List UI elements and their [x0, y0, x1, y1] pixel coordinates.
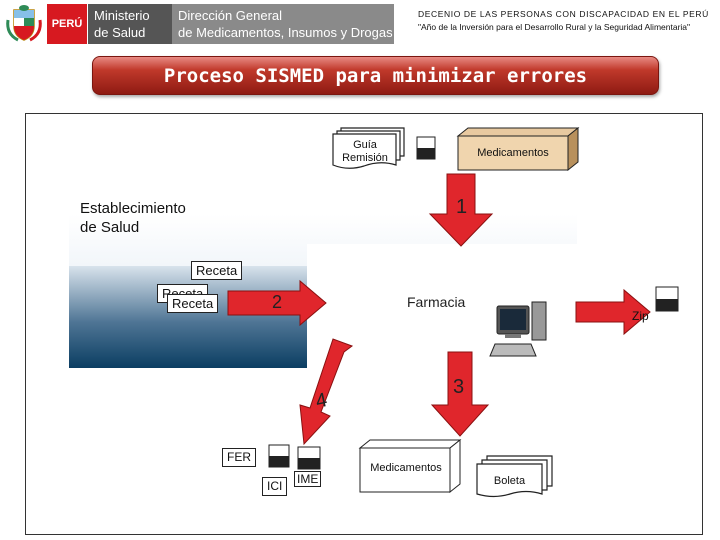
ministry-line1: Ministerio — [94, 8, 150, 23]
arrow-zip — [575, 288, 651, 336]
arrow-3 — [430, 351, 490, 437]
directorate-line1: Dirección General — [178, 8, 283, 23]
medicamentos-bottom-box — [358, 438, 462, 494]
receta-1: Receta — [191, 261, 243, 280]
arrow-4 — [299, 338, 354, 446]
ministry-badge: Ministerio de Salud — [88, 4, 172, 44]
guia-line1: Guía — [353, 139, 377, 151]
medicamentos-bottom-label: Medicamentos — [370, 462, 442, 474]
boleta-stack — [476, 455, 553, 498]
peru-label: PERÚ — [51, 18, 83, 30]
computer-icon — [489, 301, 547, 357]
fer-label: FER — [222, 448, 256, 467]
medicamentos-top-label: Medicamentos — [477, 147, 549, 159]
title-bar: Proceso SISMED para minimizar errores — [92, 56, 659, 95]
step-3-number: 3 — [453, 376, 465, 398]
step-2-number: 2 — [272, 292, 283, 312]
ime-disk-icon — [297, 446, 321, 470]
ime-label: IME — [294, 471, 322, 487]
step-1-number: 1 — [456, 196, 468, 218]
disk-icon — [416, 136, 436, 160]
establecimiento-gradient — [69, 266, 309, 368]
establecimiento-line1: Establecimiento — [80, 200, 186, 217]
directorate-line2: de Medicamentos, Insumos y Drogas — [178, 25, 393, 40]
ministry-line2: de Salud — [94, 25, 146, 40]
establecimiento-label: Establecimiento de Salud — [80, 199, 186, 237]
arrow-2 — [227, 279, 327, 327]
zip-disk-icon — [655, 286, 679, 312]
guia-remision-stack — [332, 127, 405, 169]
directorate-badge: Dirección General de Medicamentos, Insum… — [172, 4, 394, 44]
decenio-text: DECENIO DE LAS PERSONAS CON DISCAPACIDAD… — [418, 9, 709, 19]
coat-of-arms-icon — [6, 5, 42, 42]
farmacia-label: Farmacia — [407, 294, 466, 310]
boleta-label: Boleta — [493, 475, 526, 487]
arrow-1 — [428, 173, 494, 247]
medicamentos-top-box — [456, 126, 580, 172]
anio-text: "Año de la Inversión para el Desarrollo … — [418, 22, 691, 32]
peru-badge: PERÚ — [47, 4, 87, 44]
zip-label: Zip — [632, 309, 649, 323]
guia-line2: Remisión — [342, 152, 388, 164]
receta-3: Receta — [167, 294, 219, 313]
fer-disk-icon — [268, 444, 290, 468]
page-title: Proceso SISMED para minimizar errores — [163, 64, 588, 87]
establecimiento-line2: de Salud — [80, 219, 140, 236]
guia-remision-label: Guía Remisión — [333, 139, 397, 165]
ici-label: ICI — [262, 477, 288, 496]
